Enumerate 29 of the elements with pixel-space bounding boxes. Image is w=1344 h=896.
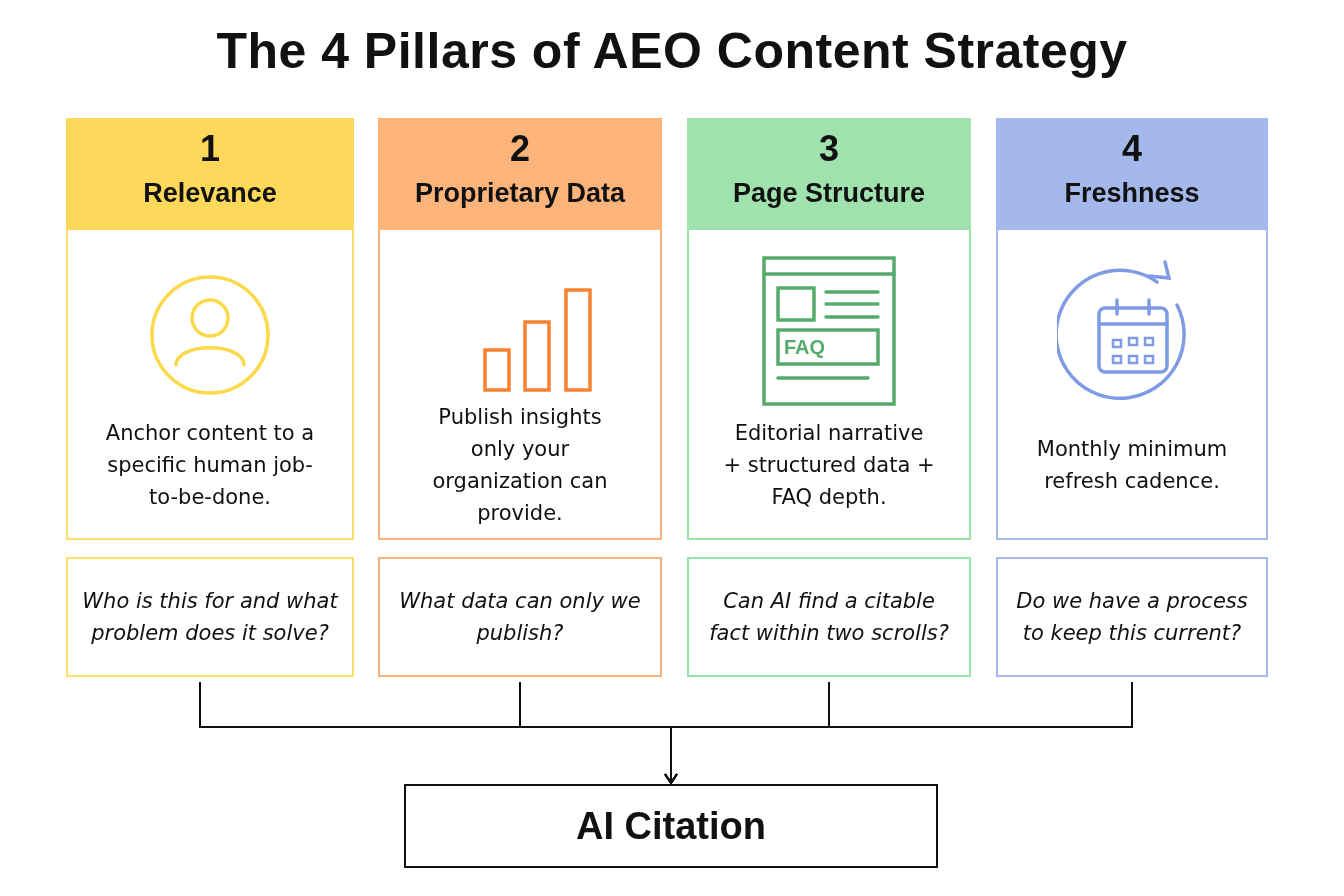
pillar-card xyxy=(687,118,971,540)
question-text: Can AI find a citable fact within two scrolls? xyxy=(708,588,950,647)
pillar-description: Monthly minimum refresh cadence. xyxy=(1035,436,1229,495)
pillar-description: Editorial narrative + structured data + FAQ depth. xyxy=(723,420,935,511)
question-box xyxy=(996,557,1268,677)
pillar-title: Proprietary Data xyxy=(413,178,627,209)
pillar-description: Publish insights only your organization can provide. xyxy=(431,404,609,527)
pillar-title: Freshness xyxy=(1063,178,1201,209)
pillar-description: Anchor content to a specific human job-to-be-done. xyxy=(104,420,316,511)
pillar-title: Page Structure xyxy=(731,178,927,209)
question-box xyxy=(687,557,971,677)
pillar-number: 4 xyxy=(1121,128,1143,170)
question-text: What data can only we publish? xyxy=(398,588,642,647)
question-text: Do we have a process to keep this current? xyxy=(1015,588,1249,647)
pillar-number: 1 xyxy=(199,128,221,170)
question-text: Who is this for and what problem does it solve? xyxy=(81,588,340,647)
pillar-card xyxy=(378,118,662,540)
pillar-title: Relevance xyxy=(142,178,278,209)
question-box xyxy=(378,557,662,677)
pillar-card xyxy=(66,118,354,540)
faq-label: FAQ xyxy=(784,336,826,359)
result-text: AI Citation xyxy=(576,804,766,848)
pillar-number: 3 xyxy=(818,128,840,170)
result-box xyxy=(404,784,938,868)
pillar-number: 2 xyxy=(509,128,531,170)
question-box xyxy=(66,557,354,677)
pillar-card xyxy=(996,118,1268,540)
diagram-title: The 4 Pillars of AEO Content Strategy xyxy=(215,22,1129,80)
connector-arrow xyxy=(664,681,1133,784)
